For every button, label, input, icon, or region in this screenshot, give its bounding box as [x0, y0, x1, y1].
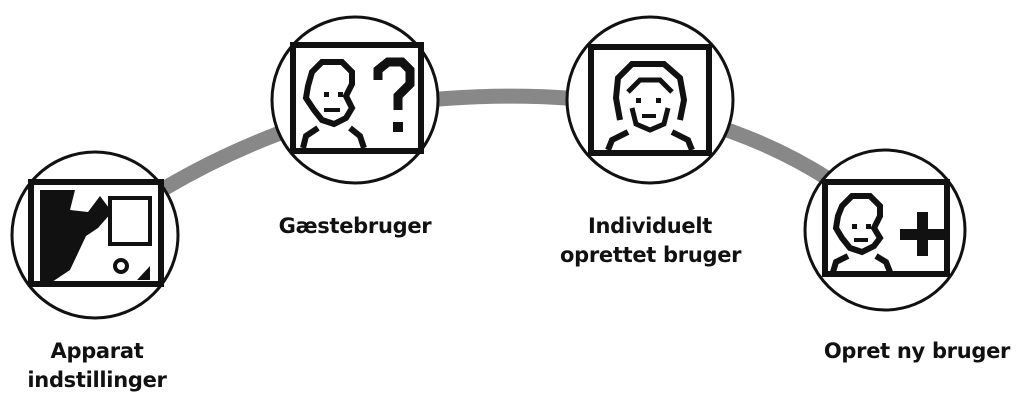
- create-user-icon: [822, 179, 950, 277]
- create-user-label: Opret ny bruger: [812, 337, 1022, 366]
- create-user-button[interactable]: [803, 148, 967, 312]
- guest-user-icon: [290, 42, 424, 154]
- individual-user-button[interactable]: [565, 15, 735, 185]
- device-settings-label-line1: Apparat: [50, 339, 144, 363]
- guest-user-label: Gæstebruger: [270, 212, 440, 241]
- device-settings-button[interactable]: [10, 150, 180, 320]
- connector-arc: [157, 88, 838, 196]
- device-settings-label: Apparat indstillinger: [24, 337, 170, 395]
- guest-user-label-line1: Gæstebruger: [278, 214, 432, 238]
- device-settings-icon: [28, 179, 164, 287]
- create-user-label-line1: Opret ny bruger: [823, 339, 1011, 363]
- device-settings-label-line2: indstillinger: [27, 368, 167, 392]
- individual-user-label: Individuelt oprettet bruger: [560, 212, 742, 270]
- guest-user-button[interactable]: [270, 15, 440, 185]
- individual-user-label-line2: oprettet bruger: [560, 243, 742, 267]
- individual-user-label-line1: Individuelt: [587, 214, 713, 238]
- individual-user-icon: [588, 44, 712, 156]
